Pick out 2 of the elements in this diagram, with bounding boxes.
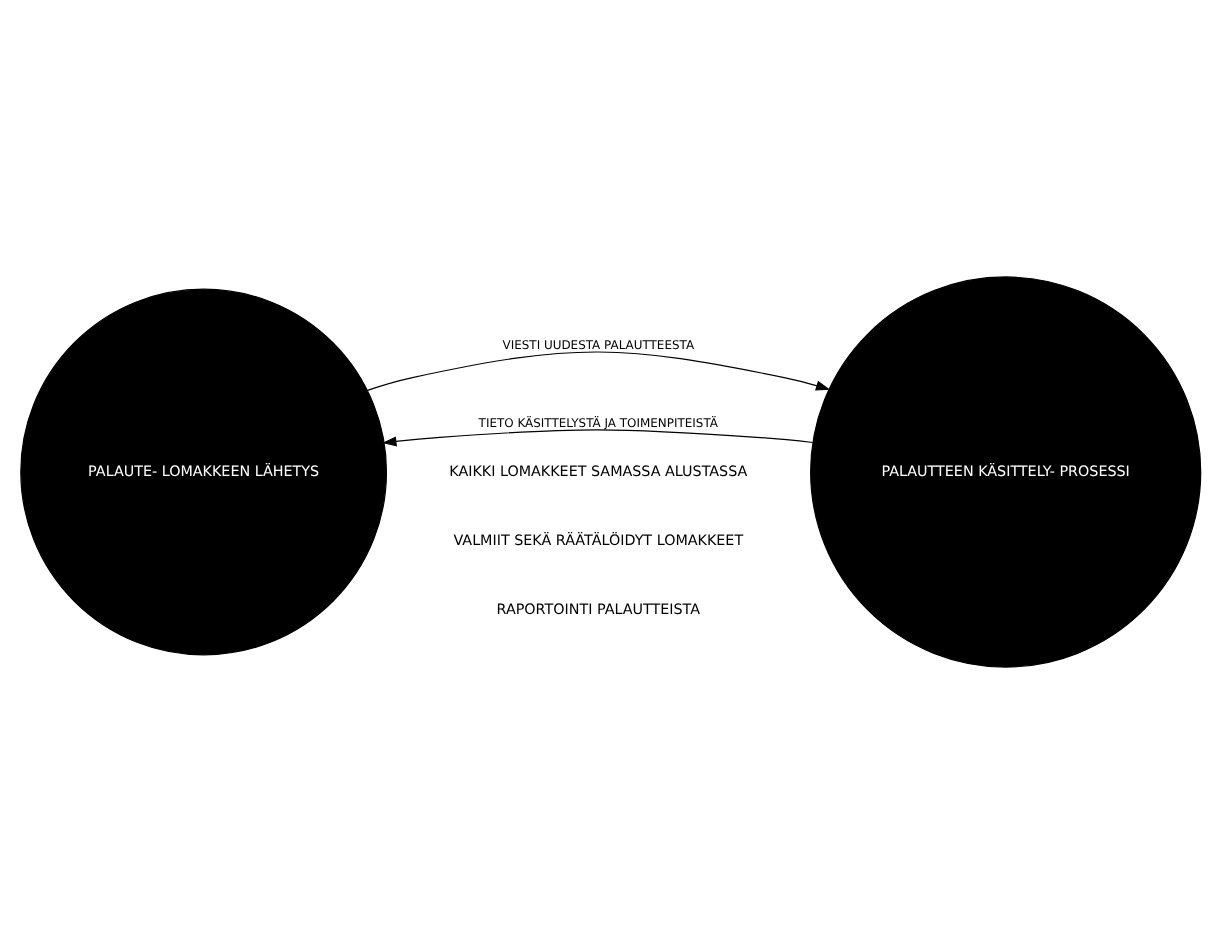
arrow [382,428,814,446]
arrow [366,350,831,390]
